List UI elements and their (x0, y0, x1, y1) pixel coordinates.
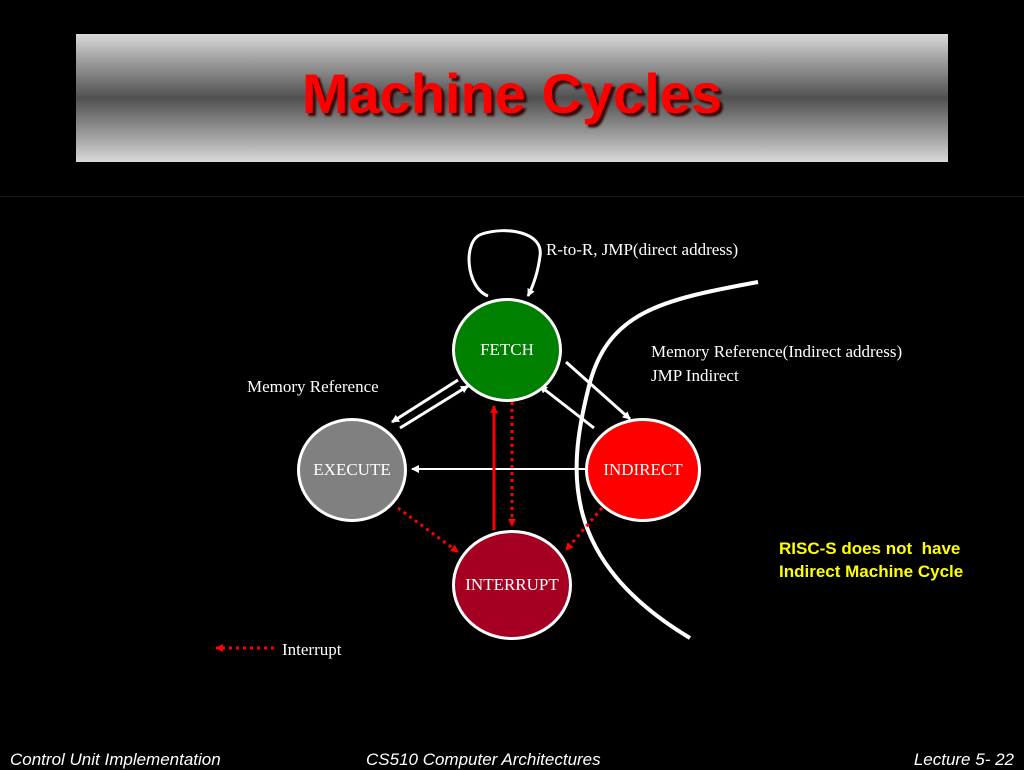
fetch-label: FETCH (480, 340, 534, 359)
page-title: Machine Cycles (301, 62, 723, 125)
jmp-indirect-label: JMP Indirect (651, 366, 739, 385)
indirect-address-label: Memory Reference(Indirect address) (651, 342, 903, 361)
footer-center: CS510 Computer Architectures (366, 750, 601, 769)
memory-reference-label: Memory Reference (247, 377, 379, 396)
footer-right: Lecture 5- 22 (913, 750, 1014, 769)
self-loop-label: R-to-R, JMP(direct address) (546, 240, 739, 259)
fetch-to-indirect-arrow (565, 360, 631, 421)
fetch-to-execute-arrow (391, 378, 459, 424)
fetch-node: FETCH (452, 298, 562, 402)
footer-left: Control Unit Implementation (10, 750, 221, 769)
self-loop-arrow (467, 229, 542, 298)
legend-interrupt-label: Interrupt (282, 640, 342, 659)
interrupt-node: INTERRUPT (452, 530, 572, 640)
execute-to-fetch-arrow (399, 384, 469, 430)
indirect-label: INDIRECT (603, 460, 683, 479)
indirect-to-fetch-arrow (539, 384, 595, 430)
indirect-node: INDIRECT (585, 418, 701, 522)
risc-note-line2: Indirect Machine Cycle (779, 562, 964, 581)
indirect-to-interrupt-arrow (564, 507, 604, 551)
risc-note: RISC-S does not have Indirect Machine Cy… (779, 537, 963, 583)
title-bar (76, 34, 948, 162)
risc-note-line1: RISC-S does not have (779, 539, 961, 558)
interrupt-label: INTERRUPT (465, 575, 559, 594)
execute-node: EXECUTE (297, 418, 407, 522)
title-divider (0, 196, 1024, 197)
risc-boundary-curve (574, 280, 759, 640)
execute-to-interrupt-arrow (397, 506, 459, 554)
execute-label: EXECUTE (313, 460, 391, 479)
